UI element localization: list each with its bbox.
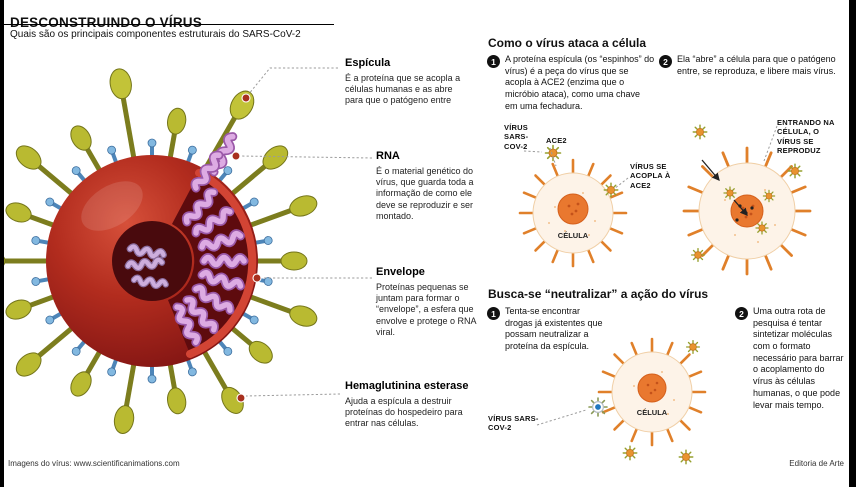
image-credit: Imagens do vírus: www.scientificanimatio… (8, 459, 180, 468)
espicula-marker-dot (241, 93, 251, 103)
attack-step1-text: A proteína espícula (os “espinhos” do ví… (505, 54, 655, 111)
envelope-marker-dot (252, 273, 262, 283)
rna-marker-dot (231, 151, 241, 161)
label-hemaglutinina: Hemaglutinina esterase Ajuda a espícula … (345, 380, 473, 430)
attack-step1-number: 1 (487, 55, 500, 68)
neutralize-step2-text: Uma outra rota de pesquisa é tentar sint… (753, 306, 844, 410)
diagram1-leaders (523, 125, 778, 190)
label-envelope-text: Proteínas pequenas se juntam para formar… (376, 281, 477, 337)
label-espicula: Espícula É a proteína que se acopla a cé… (345, 57, 465, 107)
sphere-highlight (81, 181, 143, 231)
cell-attack-left: CÉLULA (518, 158, 628, 268)
neutralize-step1-number: 1 (487, 307, 500, 320)
ace2-label: ACE2 (546, 136, 567, 145)
neutralize-virus-label: VÍRUS SARS-COV-2 (488, 414, 539, 433)
label-espicula-text: É a proteína que se acopla a células hum… (345, 72, 461, 106)
attack-heading: Como o vírus ataca a célula (488, 36, 647, 50)
reproduce-arrow (733, 199, 748, 216)
attack-step2-number: 2 (659, 55, 672, 68)
entrando-label: ENTRANDO NA CÉLULA, O VÍRUS SE REPRODUZ (777, 118, 835, 156)
label-hemaglutinina-title: Hemaglutinina esterase (345, 380, 469, 392)
cell-neutralize: CÉLULA (597, 337, 707, 447)
attack-virus-label: VÍRUS SARS-COV-2 (504, 123, 529, 151)
title-underline (4, 24, 334, 25)
label-envelope-title: Envelope (376, 266, 425, 278)
neutralized-virus-icon (588, 397, 608, 417)
page-subtitle: Quais são os principais componentes estr… (10, 29, 301, 40)
virus-3d-illustration (0, 46, 373, 478)
label-rna-text: É o material genético do vírus, que guar… (376, 165, 474, 221)
attack-step2-text: Ela “abre” a célula para que o patógeno … (677, 54, 836, 76)
cell-attack-right (682, 146, 812, 276)
page-title: DESCONSTRUINDO O VÍRUS (10, 15, 202, 31)
cell-label: CÉLULA (558, 231, 589, 240)
diagram2-leader (536, 409, 587, 426)
art-credit: Editoria de Arte (789, 459, 844, 468)
neutralize-step1-text: Tenta-se encontrar drogas já existentes … (505, 306, 603, 352)
neutralize-heading: Busca-se “neutralizar” a ação do vírus (488, 287, 709, 301)
hemaglutinina-marker-dot (236, 393, 246, 403)
acopla-label: VÍRUS SE ACOPLA À ACE2 (630, 162, 671, 190)
cell-label: CÉLULA (637, 408, 668, 417)
entry-arrow (701, 159, 720, 181)
label-envelope: Envelope Proteínas pequenas se juntam pa… (376, 266, 478, 338)
virus-leader-lines (231, 67, 373, 403)
label-espicula-title: Espícula (345, 57, 391, 69)
left-black-border (0, 0, 4, 487)
right-black-border (849, 0, 856, 487)
cell-diagrams: CÉLULA (518, 124, 812, 465)
label-rna: RNA É o material genético do vírus, que … (376, 150, 476, 222)
neutralize-step2-number: 2 (735, 307, 748, 320)
label-rna-title: RNA (376, 150, 400, 162)
label-hemaglutinina-text: Ajuda a espícula a destruir proteínas do… (345, 395, 463, 429)
